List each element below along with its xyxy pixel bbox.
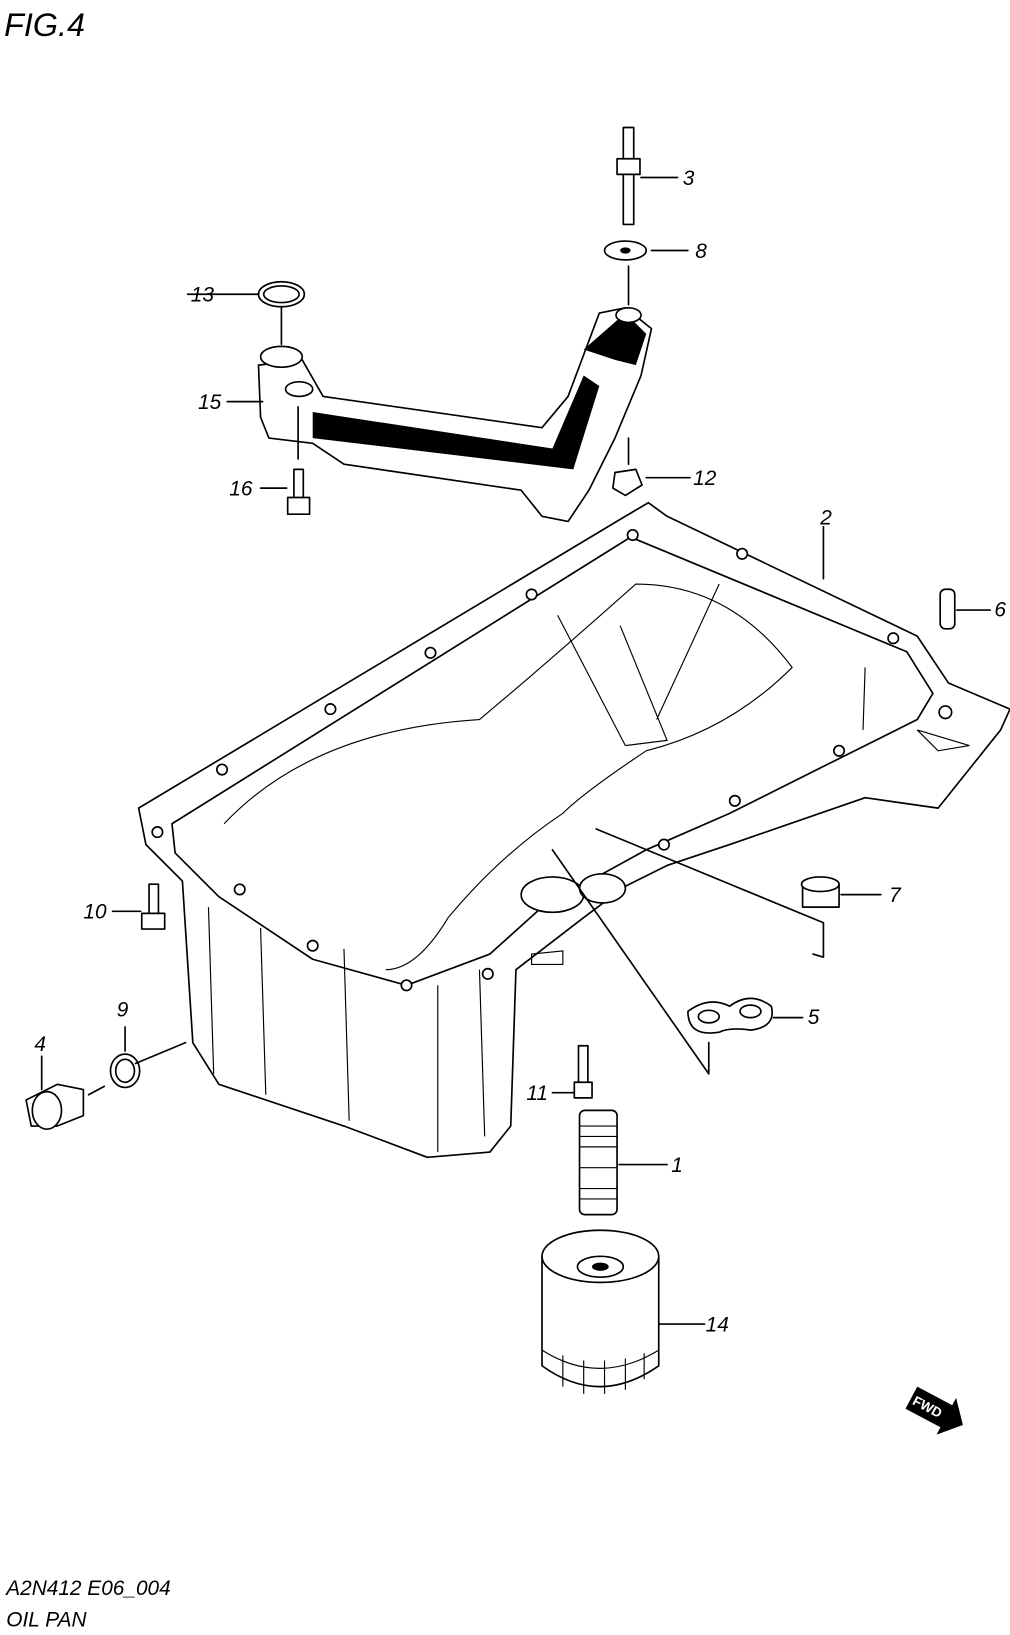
gasket-5 <box>687 997 773 1034</box>
bolt-11 <box>573 1044 593 1099</box>
washer-8 <box>603 240 648 261</box>
leader-lines <box>40 176 992 1325</box>
callout-15: 15 <box>198 391 222 414</box>
fwd-direction-arrow: FWD <box>905 1386 963 1435</box>
callout-11: 11 <box>526 1082 548 1105</box>
dowel-pin-6 <box>939 588 956 630</box>
o-ring-13 <box>257 280 306 308</box>
oil-pan <box>137 501 1010 1159</box>
diagram-name: OIL PAN <box>6 1608 87 1631</box>
drain-gasket-9 <box>109 1053 141 1089</box>
diagram-code: A2N412 E06_004 <box>4 1577 170 1600</box>
oil-filter-14 <box>541 1229 660 1394</box>
callout-4: 4 <box>34 1033 46 1056</box>
callout-9: 9 <box>117 999 129 1022</box>
figure-title: FIG.4 <box>4 7 85 43</box>
callout-12: 12 <box>693 467 717 490</box>
bolt-10 <box>140 883 166 930</box>
stud-bolt-3 <box>616 126 641 226</box>
callout-6: 6 <box>994 598 1006 621</box>
nut-12 <box>612 468 643 497</box>
callout-2: 2 <box>819 507 832 530</box>
callout-5: 5 <box>808 1006 820 1029</box>
callout-3: 3 <box>683 167 695 190</box>
callout-14: 14 <box>706 1313 729 1336</box>
callout-10: 10 <box>83 901 107 924</box>
oil-strainer <box>257 306 653 523</box>
bolt-16 <box>286 468 311 516</box>
stud-1 <box>578 1109 618 1216</box>
callout-16: 16 <box>229 477 253 500</box>
drain-plug-4 <box>25 1083 85 1130</box>
callout-8: 8 <box>695 240 707 263</box>
flange-holes <box>151 528 953 992</box>
bushing-7 <box>800 876 840 908</box>
callout-13: 13 <box>191 284 215 307</box>
callout-1: 1 <box>671 1154 683 1177</box>
callout-7: 7 <box>889 884 902 907</box>
